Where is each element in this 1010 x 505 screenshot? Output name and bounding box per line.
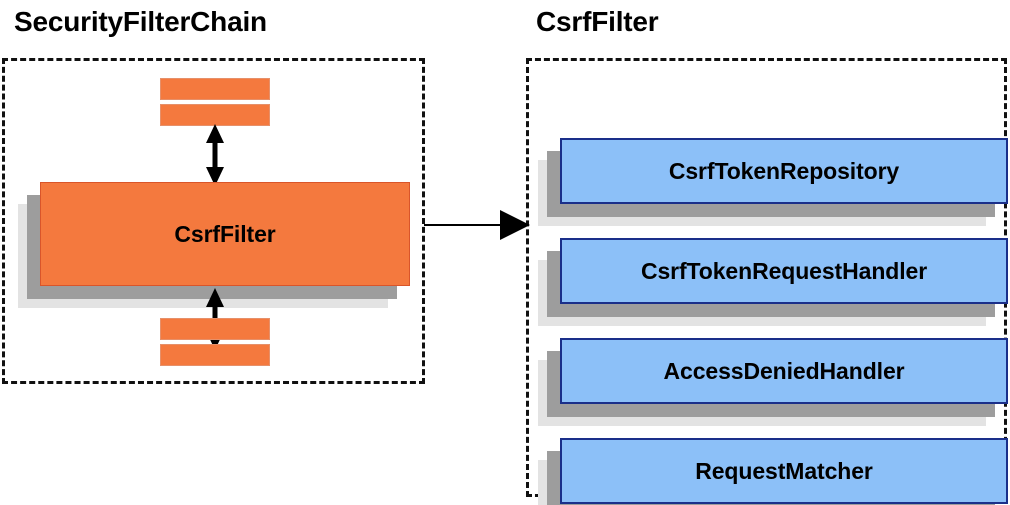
component-box-label: CsrfTokenRequestHandler <box>640 257 928 284</box>
component-box-label: CsrfTokenRepository <box>668 157 900 184</box>
filter-bar-top-1 <box>160 78 270 100</box>
component-box-csrf-token-repository[interactable]: CsrfTokenRepository <box>538 138 1008 226</box>
component-box-face[interactable]: CsrfTokenRepository <box>560 138 1008 204</box>
component-box-label: RequestMatcher <box>695 457 873 484</box>
component-box-csrf-token-request-handler[interactable]: CsrfTokenRequestHandler <box>538 238 1008 326</box>
component-box-face[interactable]: AccessDeniedHandler <box>560 338 1008 404</box>
filter-bar-bottom-2 <box>160 344 270 366</box>
csrf-filter-box-face[interactable]: CsrfFilter <box>40 182 410 286</box>
csrf-filter-box-label: CsrfFilter <box>174 220 276 247</box>
connector-arrow-icon <box>424 210 530 240</box>
component-box-face[interactable]: RequestMatcher <box>560 438 1008 504</box>
double-arrow-top-icon <box>206 124 224 186</box>
csrf-filter-box[interactable]: CsrfFilter <box>18 182 410 308</box>
filter-bar-bottom-1 <box>160 318 270 340</box>
page-title-csrf-filter: CsrfFilter <box>536 6 659 37</box>
filter-bar-top-2 <box>160 104 270 126</box>
page-title-security-filter-chain: SecurityFilterChain <box>14 6 267 37</box>
component-box-access-denied-handler[interactable]: AccessDeniedHandler <box>538 338 1008 426</box>
security-filter-chain-container <box>2 58 425 384</box>
component-box-face[interactable]: CsrfTokenRequestHandler <box>560 238 1008 304</box>
component-box-request-matcher[interactable]: RequestMatcher <box>538 438 1008 505</box>
component-box-label: AccessDeniedHandler <box>663 357 905 384</box>
